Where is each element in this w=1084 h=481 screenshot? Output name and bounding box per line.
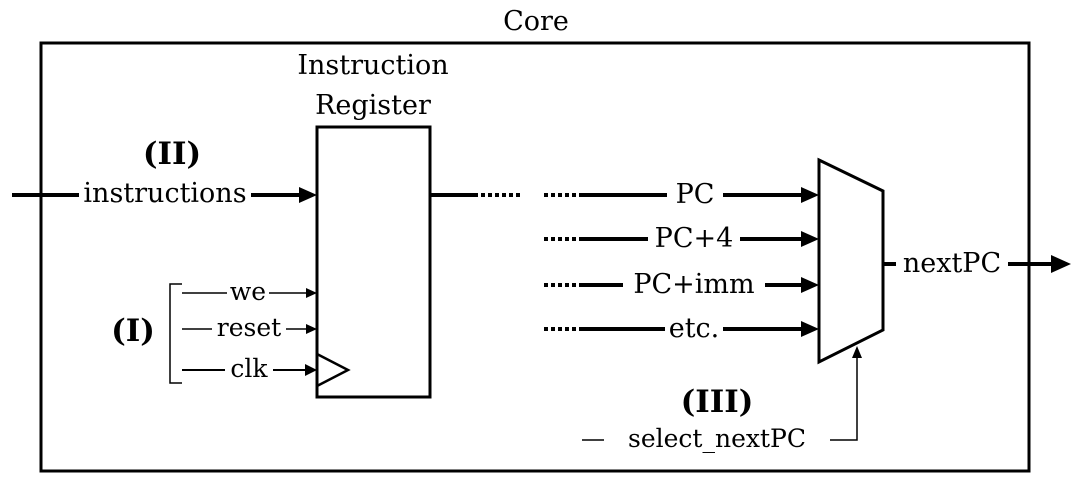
reset-label: reset xyxy=(217,313,281,342)
we-arrowhead xyxy=(306,288,317,298)
pc4-label: PC+4 xyxy=(655,223,734,254)
pcimm-arrowhead xyxy=(801,277,819,293)
group-three-label: (III) xyxy=(681,384,754,420)
reset-arrowhead xyxy=(306,324,317,334)
core-title: Core xyxy=(503,6,569,37)
register-title-line2: Register xyxy=(315,90,431,121)
etc-label: etc. xyxy=(669,313,720,344)
clk-label: clk xyxy=(230,354,268,383)
instructions-arrowhead xyxy=(299,187,317,203)
group-one-bracket xyxy=(169,283,182,384)
mux-input-etc: etc. xyxy=(544,313,819,345)
group-two-label: (II) xyxy=(143,136,201,172)
core-box xyxy=(39,41,1031,473)
pcimm-label: PC+imm xyxy=(633,269,754,300)
mux-input-pc: PC xyxy=(544,179,819,211)
pc4-arrowhead xyxy=(801,231,819,247)
mux-input-pcimm: PC+imm xyxy=(544,269,819,301)
next-pc-mux xyxy=(817,157,885,365)
pc-arrowhead xyxy=(801,187,819,203)
etc-arrowhead xyxy=(801,321,819,337)
nextpc-arrowhead xyxy=(1051,255,1071,273)
select-label: select_nextPC xyxy=(628,424,806,453)
pc-label: PC xyxy=(676,179,715,210)
group-one-label: (I) xyxy=(111,313,155,349)
instruction-register-box xyxy=(315,125,432,399)
clock-triangle xyxy=(316,352,351,388)
nextpc-label: nextPC xyxy=(903,248,1001,279)
select-arrowhead xyxy=(852,346,862,358)
we-label: we xyxy=(230,277,266,306)
register-title-line1: Instruction xyxy=(297,50,448,81)
clk-arrowhead xyxy=(305,364,317,376)
instructions-label: instructions xyxy=(83,178,246,209)
mux-input-pc4: PC+4 xyxy=(544,223,819,255)
